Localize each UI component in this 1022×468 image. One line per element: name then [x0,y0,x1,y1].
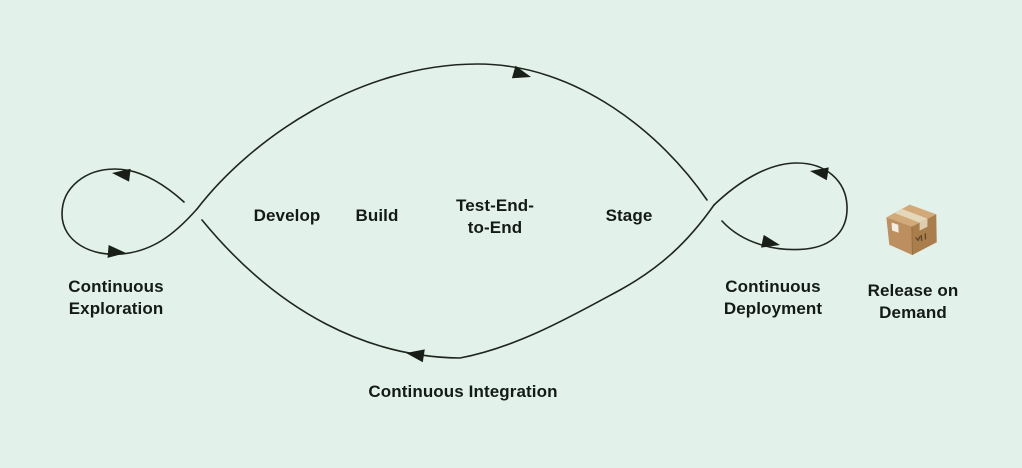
develop-step-label: Develop [253,206,321,225]
continuous-deployment-line2: Deployment [723,299,823,318]
test-end-to-end-step-label: Test-End- to-End [456,195,534,239]
flow-arrow-icon [761,234,780,248]
stage-step-label: Stage [605,206,653,225]
continuous-exploration-line1: Continuous [68,277,164,296]
test-step-line2: to-End [467,218,523,237]
pipeline-top-curve [196,63,708,210]
flow-arrow-icon [511,65,531,79]
continuous-deployment-line1: Continuous [725,277,821,296]
build-step-label: Build [355,206,399,225]
release-on-demand-label: Release on Demand [868,280,959,324]
exploration-loop-curve [61,168,198,256]
continuous-exploration-label: Continuous Exploration [68,276,163,320]
package-box-icon [886,204,937,256]
continuous-integration-label: Continuous Integration [368,382,558,401]
deployment-loop-curve [713,162,848,251]
test-step-line1: Test-End- [455,196,535,215]
release-on-demand-line1: Release on [867,281,959,300]
release-on-demand-line2: Demand [879,303,947,322]
flow-arrow-icon [112,168,131,182]
flow-arrow-icon [406,349,425,363]
continuous-deployment-label: Continuous Deployment [724,276,822,320]
flow-arrow-icon [810,167,829,181]
flow-arrow-icon [107,244,126,258]
continuous-exploration-line2: Exploration [68,299,164,318]
integration-bottom-curve [201,204,715,359]
